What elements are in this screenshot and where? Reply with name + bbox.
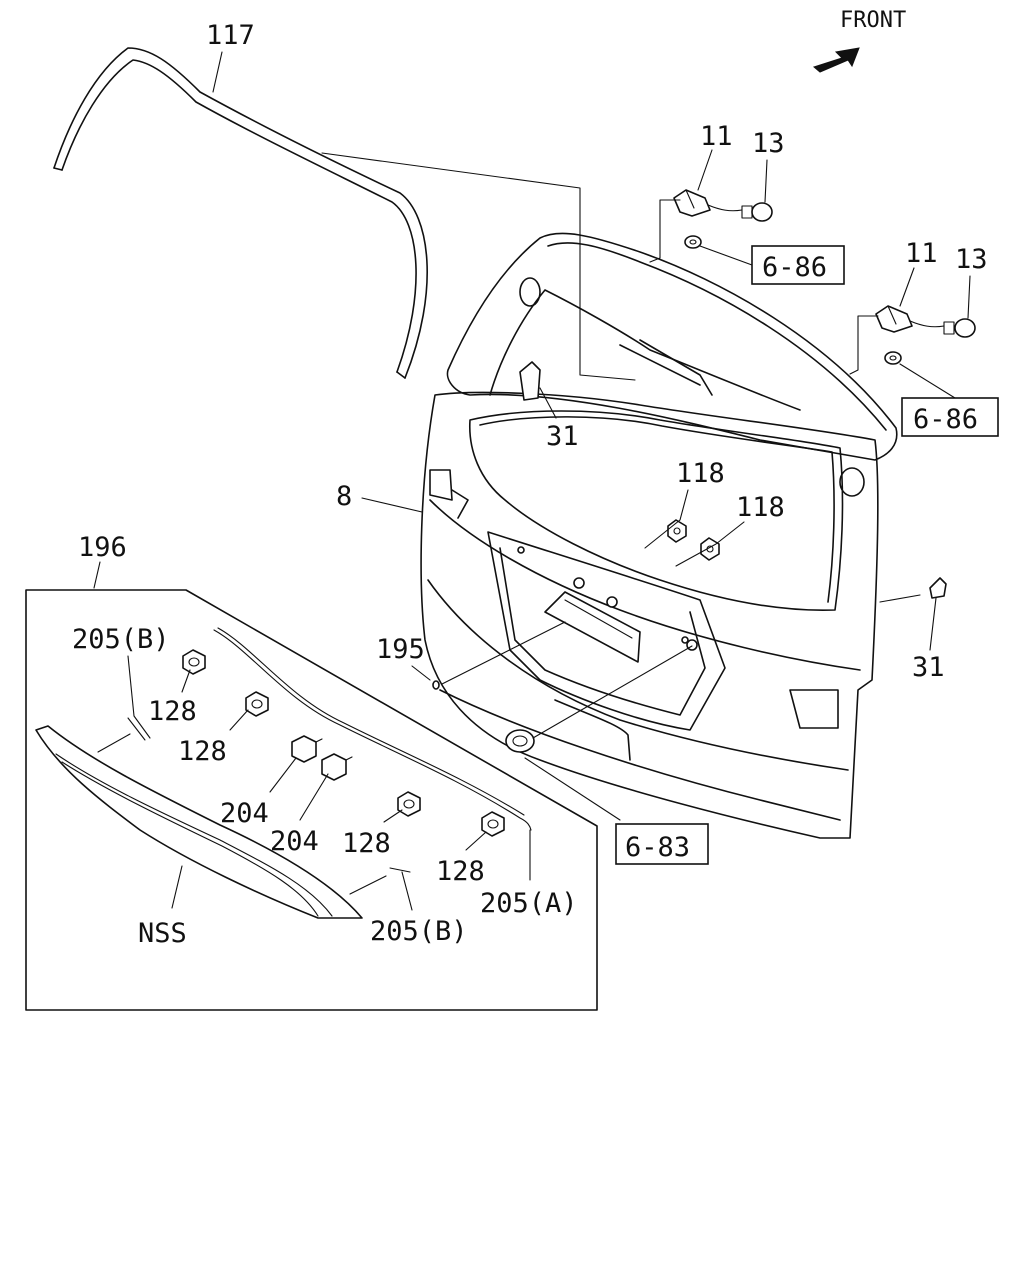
- callout-11-upper: 11: [700, 121, 733, 152]
- clip-128-a: [182, 649, 206, 675]
- stopper-31-left: [519, 361, 541, 401]
- leader-128-b: [229, 709, 249, 731]
- fastener-204-a: [291, 735, 323, 763]
- clip-128-b: [245, 691, 269, 717]
- callout-204-a: 204: [220, 798, 269, 829]
- stopper-31-right: [929, 577, 947, 599]
- plug-195: [432, 680, 440, 690]
- callout-196: 196: [78, 532, 127, 563]
- nut-118-a: [667, 519, 687, 543]
- callout-31-left: 31: [546, 421, 579, 452]
- ref-6-83: 6-83: [625, 832, 690, 863]
- callout-8: 8: [336, 481, 352, 512]
- hinge-upper: [649, 189, 773, 263]
- leader-8: [361, 497, 423, 513]
- clip-128-c: [397, 791, 421, 817]
- leader-31-right-b: [879, 594, 921, 603]
- callout-118-a: 118: [676, 458, 725, 489]
- clip-205b-top: [127, 715, 151, 741]
- liftgate-glass: [446, 232, 898, 461]
- leader-196: [93, 561, 101, 589]
- harness-205a: [213, 629, 532, 831]
- liftgate-body: [420, 391, 879, 839]
- callout-117: 117: [206, 20, 255, 51]
- leader-117: [212, 51, 223, 93]
- harness-205a-b: [217, 627, 525, 816]
- ref-6-86-lower: 6-86: [913, 404, 978, 435]
- leader-31-right: [929, 597, 937, 651]
- callout-13-lower: 13: [955, 244, 988, 275]
- nut-118-b: [700, 537, 720, 561]
- leader-128-d: [465, 831, 487, 851]
- callout-128-a: 128: [148, 696, 197, 727]
- callout-205b-bottom: 205(B): [370, 916, 468, 947]
- ref-box-6-83[interactable]: [615, 823, 709, 865]
- callout-128-b: 128: [178, 736, 227, 767]
- callout-205a: 205(A): [480, 888, 578, 919]
- leader-13-upper: [764, 159, 768, 203]
- leader-31-left: [539, 387, 557, 419]
- callout-204-b: 204: [270, 826, 319, 857]
- leader-grommet: [532, 645, 693, 739]
- callout-128-d: 128: [436, 856, 485, 887]
- leader-128-c: [383, 809, 403, 823]
- leader-205b-top-b: [97, 733, 131, 753]
- leader-nss: [171, 865, 183, 909]
- clip-205b-bottom: [389, 867, 411, 873]
- hinge-lower: [849, 305, 976, 375]
- leader-204-a: [269, 757, 297, 793]
- callout-nss: NSS: [138, 918, 187, 949]
- leader-118-b: [675, 521, 745, 567]
- leader-11-upper: [697, 149, 713, 191]
- front-arrow-icon: [812, 47, 860, 73]
- clip-128-d: [481, 811, 505, 837]
- leader-204-b: [299, 773, 329, 821]
- ref-6-86-upper: 6-86: [762, 252, 827, 283]
- leader-195: [411, 665, 431, 681]
- callout-195: 195: [376, 634, 425, 665]
- leader-6-86-upper: [699, 245, 753, 266]
- callout-128-c: 128: [342, 828, 391, 859]
- leader-128-a: [181, 669, 191, 693]
- leader-117-glass: [321, 152, 636, 381]
- leader-195-long: [441, 621, 566, 685]
- leader-205b-top: [127, 655, 135, 717]
- leader-13-lower: [967, 275, 971, 319]
- callout-11-lower: 11: [905, 238, 938, 269]
- leader-118-a: [644, 489, 689, 549]
- callout-13-upper: 13: [752, 128, 785, 159]
- callout-31-right: 31: [912, 652, 945, 683]
- weatherstrip-117: [53, 47, 428, 379]
- garnish-nss: [35, 725, 363, 919]
- leader-205b-bottom-b: [349, 875, 387, 895]
- leader-11-lower: [899, 267, 915, 307]
- callout-205b-top: 205(B): [72, 624, 170, 655]
- inset-frame-196: [25, 589, 598, 1011]
- leader-6-86-lower: [899, 363, 956, 399]
- callout-118-b: 118: [736, 492, 785, 523]
- leader-6-83: [524, 757, 621, 821]
- ref-box-6-86-upper[interactable]: [751, 245, 845, 285]
- leader-205b-bottom: [401, 871, 413, 911]
- ref-box-6-86-lower[interactable]: [901, 397, 999, 437]
- front-label: FRONT: [840, 8, 906, 33]
